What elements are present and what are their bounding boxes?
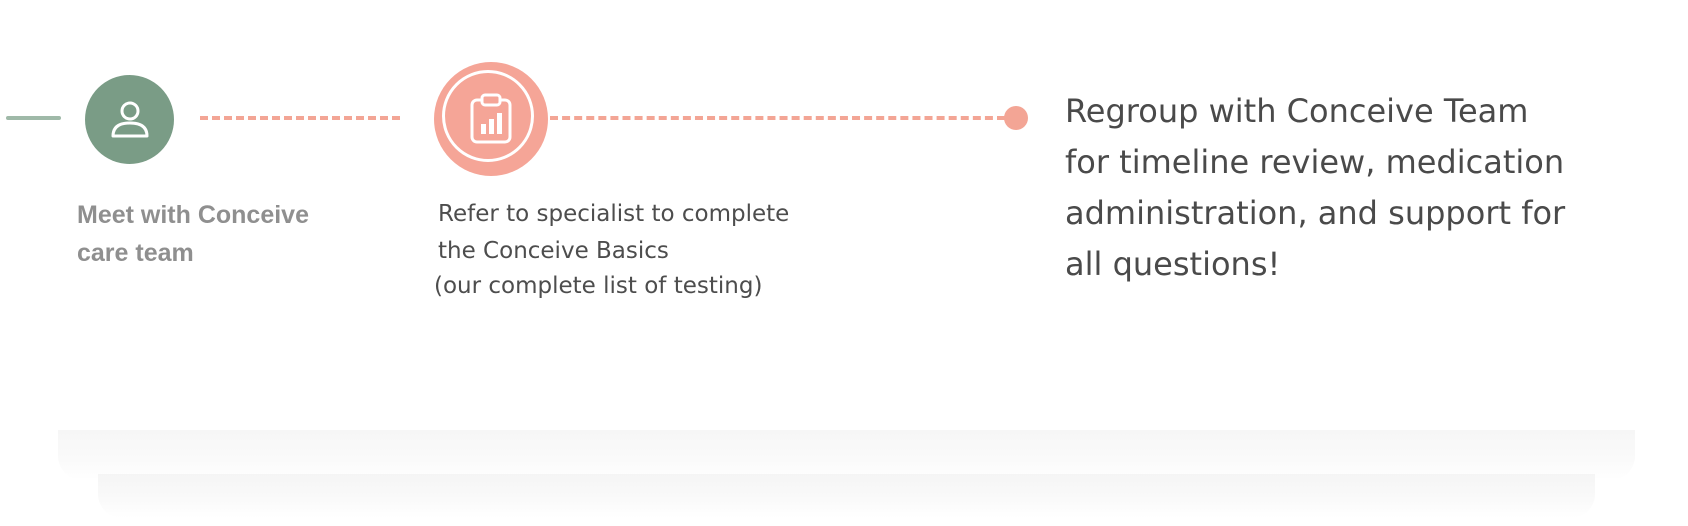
- step-3-label-line-3: administration, and support for: [1065, 194, 1566, 232]
- step-3-label-line-1: Regroup with Conceive Team: [1065, 92, 1529, 130]
- clipboard-chart-icon: [470, 93, 512, 144]
- step-2-label-line-2: the Conceive Basics: [438, 238, 669, 264]
- step-3-label-line-2: for timeline review, medication: [1065, 143, 1565, 181]
- step-1-badge: [85, 75, 174, 164]
- person-icon: [111, 101, 148, 137]
- step-1-label: Meet with Conceive care team: [77, 196, 377, 272]
- step-2-note: (our complete list of testing): [434, 273, 763, 299]
- timeline-end-dot: [1004, 106, 1028, 130]
- step-3-label: Regroup with Conceive Team for timeline …: [1065, 86, 1625, 290]
- step-2-badge: [434, 62, 548, 176]
- card-bottom-shadow: [58, 430, 1635, 480]
- step-3-label-line-4: all questions!: [1065, 245, 1281, 283]
- timeline-dashed-connector-2: [550, 116, 1005, 120]
- step-1-label-line-1: Meet with Conceive: [77, 201, 309, 229]
- timeline-lead-line: [6, 116, 61, 120]
- card-stack-shadow: [98, 474, 1595, 518]
- step-1-label-line-2: care team: [77, 239, 194, 267]
- step-2-label-line-1: Refer to specialist to complete: [438, 201, 790, 227]
- step-2-label: Refer to specialist to complete the Conc…: [438, 196, 858, 270]
- step-2-badge-ring: [442, 70, 534, 162]
- timeline-dashed-connector-1: [200, 116, 400, 120]
